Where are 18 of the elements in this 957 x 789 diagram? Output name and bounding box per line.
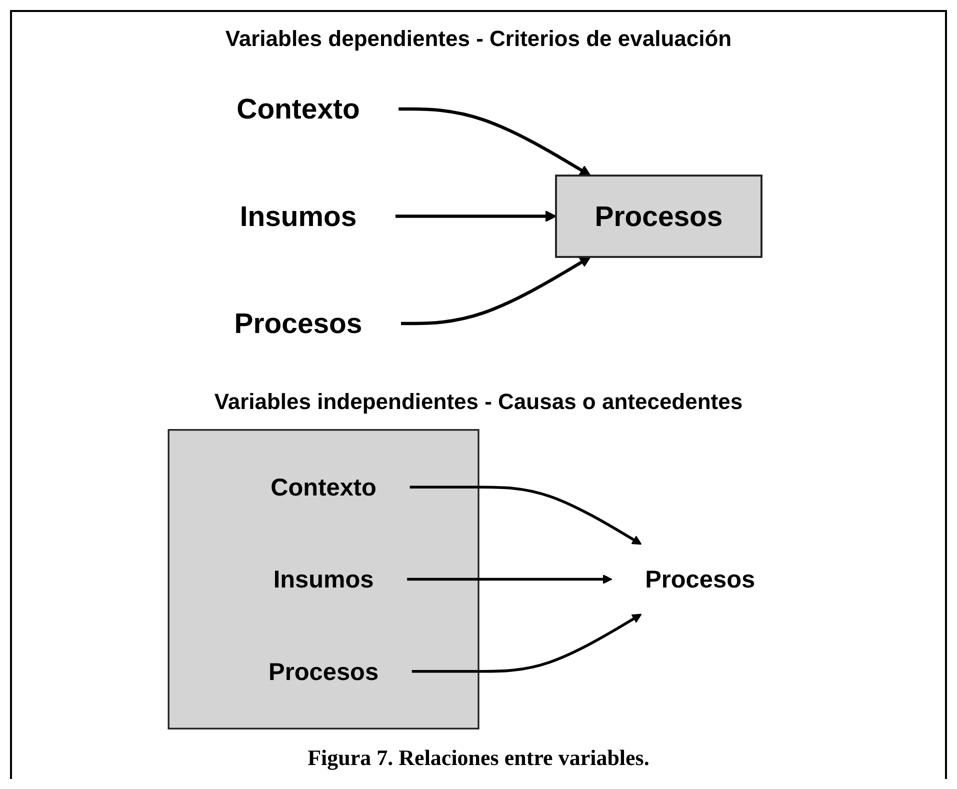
node-text: Contexto bbox=[270, 472, 376, 500]
arrow bbox=[401, 256, 591, 326]
node-text: Insumos bbox=[273, 564, 374, 593]
node-text: Insumos bbox=[240, 200, 357, 232]
diagram-title: Variables dependientes - Criterios de evaluación bbox=[225, 26, 732, 52]
node-text: Procesos bbox=[268, 657, 379, 685]
node-text: Procesos bbox=[234, 307, 362, 340]
arrow bbox=[412, 613, 642, 672]
section-heading: Variables independientes - Causas o antecedentes bbox=[214, 388, 743, 414]
cluster bbox=[168, 428, 480, 729]
arrow bbox=[410, 485, 642, 544]
arrow bbox=[395, 210, 557, 222]
figure-caption: Figura 7. Relaciones entre variables. bbox=[308, 745, 650, 771]
node-text: Contexto bbox=[236, 92, 360, 126]
node-text: Procesos bbox=[645, 564, 756, 593]
arrow bbox=[398, 107, 591, 176]
node-box: Procesos bbox=[555, 174, 762, 258]
arrow bbox=[407, 574, 612, 584]
